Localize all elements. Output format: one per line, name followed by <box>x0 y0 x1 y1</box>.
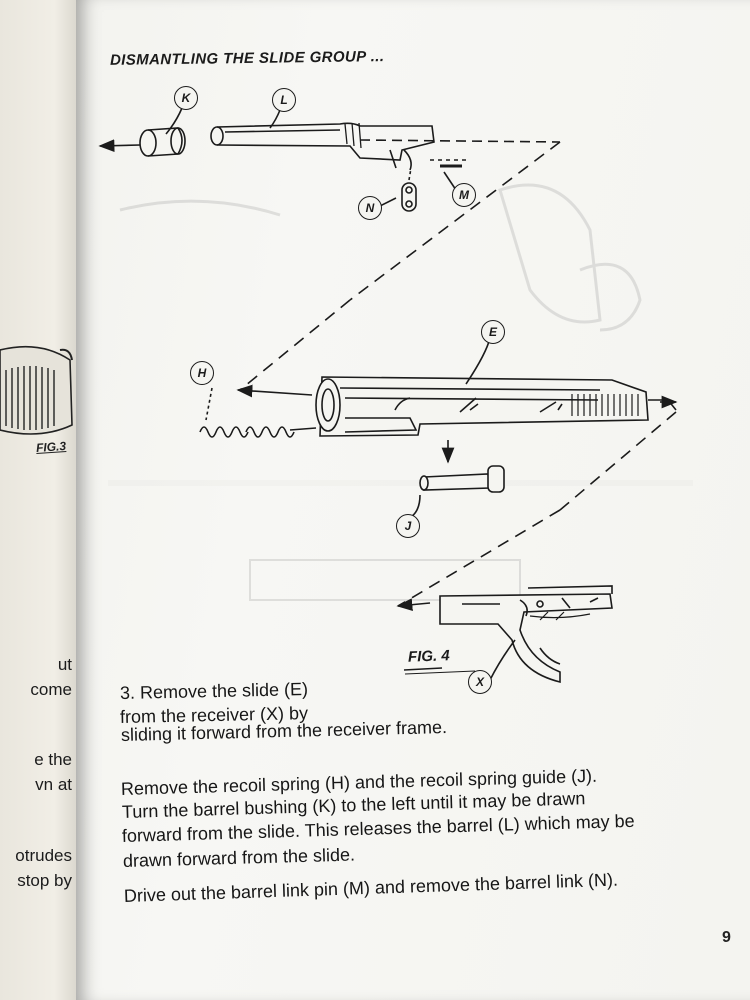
slide-drawing <box>315 376 649 437</box>
receiver-drawing <box>439 585 613 684</box>
barrel-bushing-drawing <box>139 127 186 157</box>
figure-label: FIG. 4 <box>407 647 450 666</box>
left-page: FIG.3 ut come e the vn at otrudes stop b… <box>0 0 78 1000</box>
callout-k: K <box>174 86 198 110</box>
recoil-spring-drawing <box>199 426 295 438</box>
left-text-fragment: otrudes <box>15 846 72 865</box>
recoil-spring-guide-drawing <box>419 465 505 493</box>
callout-j: J <box>396 514 420 538</box>
callout-h: H <box>190 361 214 385</box>
callout-n: N <box>358 196 382 220</box>
left-text-fragment: ut <box>57 655 72 674</box>
barrel-drawing <box>210 122 435 171</box>
barrel-link-drawing <box>401 182 417 212</box>
left-text-fragment: stop by <box>17 871 72 890</box>
left-text-fragment: e the <box>34 750 72 769</box>
right-page <box>76 0 750 1000</box>
step3-line-1: 3. Remove the slide (E) <box>119 679 309 703</box>
callout-x: X <box>468 670 492 694</box>
callout-l: L <box>272 88 296 112</box>
callout-m: M <box>452 183 476 207</box>
page-number: 9 <box>722 929 731 946</box>
left-text-fragment: come <box>30 680 72 699</box>
callout-e: E <box>481 320 505 344</box>
left-page-gun-fragment <box>0 345 73 435</box>
left-text-fragment: vn at <box>35 775 72 794</box>
